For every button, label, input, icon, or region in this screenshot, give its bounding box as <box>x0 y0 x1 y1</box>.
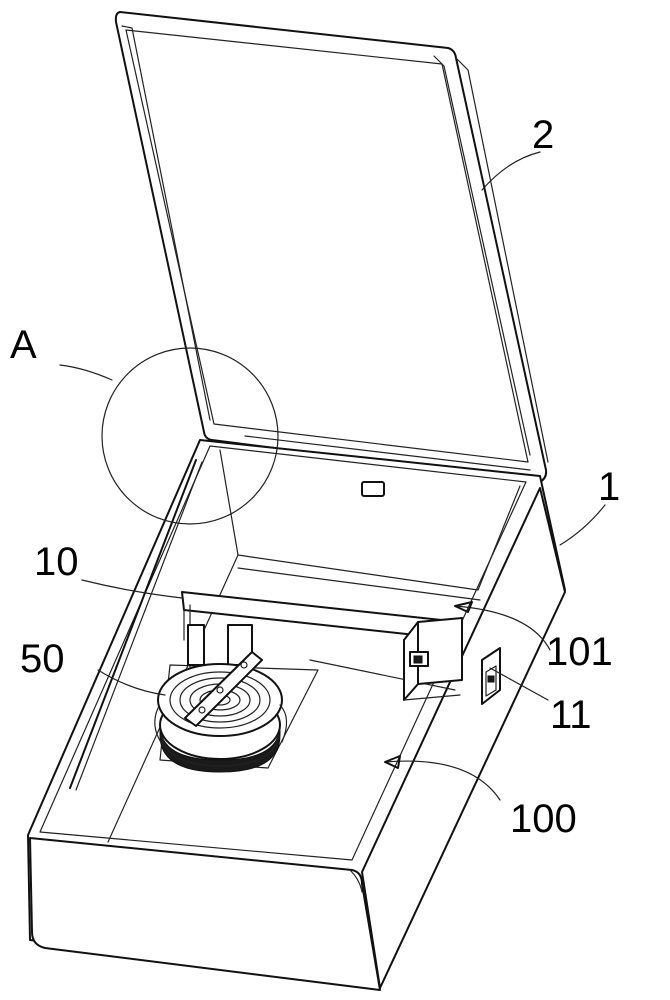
leader-detail <box>59 364 113 381</box>
partition <box>181 591 463 701</box>
leader-partition <box>81 579 183 599</box>
lid <box>114 11 549 483</box>
back-clip <box>361 481 385 497</box>
label-lid: 2 <box>532 113 554 157</box>
label-housing: 1 <box>598 465 620 509</box>
post-left <box>187 624 205 666</box>
label-detail: A <box>10 323 37 367</box>
leader-module <box>97 669 166 696</box>
leader-window <box>489 667 549 701</box>
label-window: 11 <box>550 693 592 737</box>
leader-lid <box>481 151 541 191</box>
leader-lower-cavity <box>384 760 501 801</box>
leader-housing <box>559 504 606 546</box>
label-upper-cavity: 101 <box>546 630 613 674</box>
window <box>481 647 501 705</box>
label-module: 50 <box>20 637 65 681</box>
arrowhead-lower-cavity <box>384 755 401 769</box>
module <box>154 624 319 773</box>
label-lower-cavity: 100 <box>510 797 577 841</box>
label-partition: 10 <box>34 540 79 584</box>
detail-circle <box>101 347 279 525</box>
arrowhead-upper-cavity <box>454 601 473 613</box>
leader-lines <box>59 151 606 801</box>
